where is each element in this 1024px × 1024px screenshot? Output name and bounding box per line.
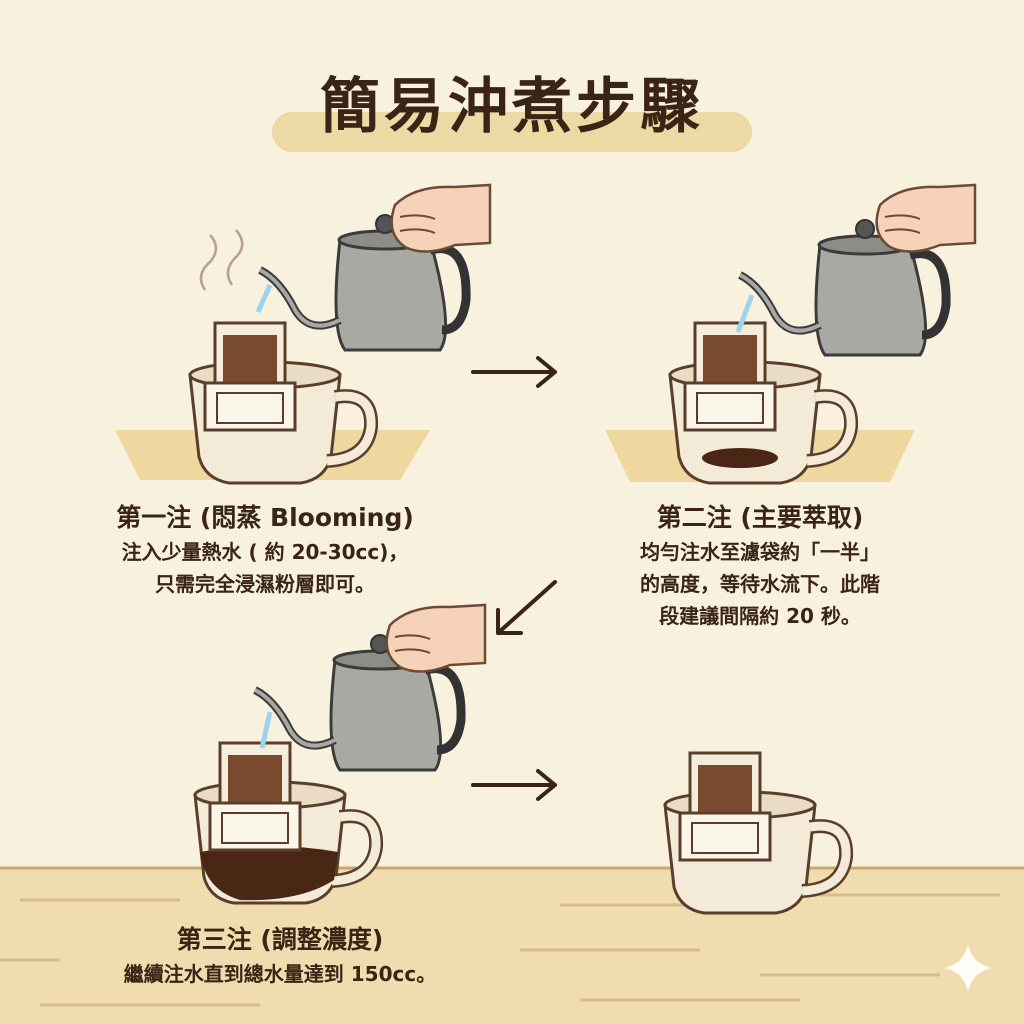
sparkle-icon xyxy=(944,944,992,992)
arrow-right-icon xyxy=(471,356,557,388)
hand-icon xyxy=(385,603,487,673)
title-banner xyxy=(272,112,752,152)
step1-illustration xyxy=(190,183,492,483)
step2-caption: 第二注 (主要萃取) 均勻注水至濾袋約「一半」 的高度，等待水流下。此階 段建議… xyxy=(560,500,960,632)
arrow-down-left-icon xyxy=(496,580,557,635)
step2-illustration xyxy=(670,183,977,483)
wooden-floor xyxy=(0,866,1024,1024)
step1-caption: 第一注 (悶蒸 Blooming) 注入少量熱水 ( 約 20-30cc)， 只… xyxy=(60,500,470,600)
step4-finished-cup xyxy=(665,751,846,913)
step3-heading: 第三注 (調整濃度) xyxy=(176,925,384,954)
step3-caption: 第三注 (調整濃度) 繼續注水直到總水量達到 150cc。 xyxy=(40,922,520,990)
step1-line: 只需完全浸濕粉層即可。 xyxy=(155,572,375,596)
step2-line: 段建議間隔約 20 秒。 xyxy=(659,604,861,628)
water-stream xyxy=(255,283,273,314)
step3-line: 繼續注水直到總水量達到 150cc。 xyxy=(123,962,437,986)
step3-illustration xyxy=(195,603,487,903)
step1-heading: 第一注 (悶蒸 Blooming) xyxy=(116,503,414,532)
hand-icon xyxy=(390,183,492,253)
page-title: 簡易沖煮步驟 xyxy=(320,72,704,142)
arrow-right-icon xyxy=(471,769,557,801)
step1-line: 注入少量熱水 ( 約 20-30cc)， xyxy=(121,540,409,564)
step2-line: 的高度，等待水流下。此階 xyxy=(640,572,880,596)
hand-icon xyxy=(875,183,977,253)
step2-line: 均勻注水至濾袋約「一半」 xyxy=(640,540,880,564)
step2-heading: 第二注 (主要萃取) xyxy=(656,503,864,532)
